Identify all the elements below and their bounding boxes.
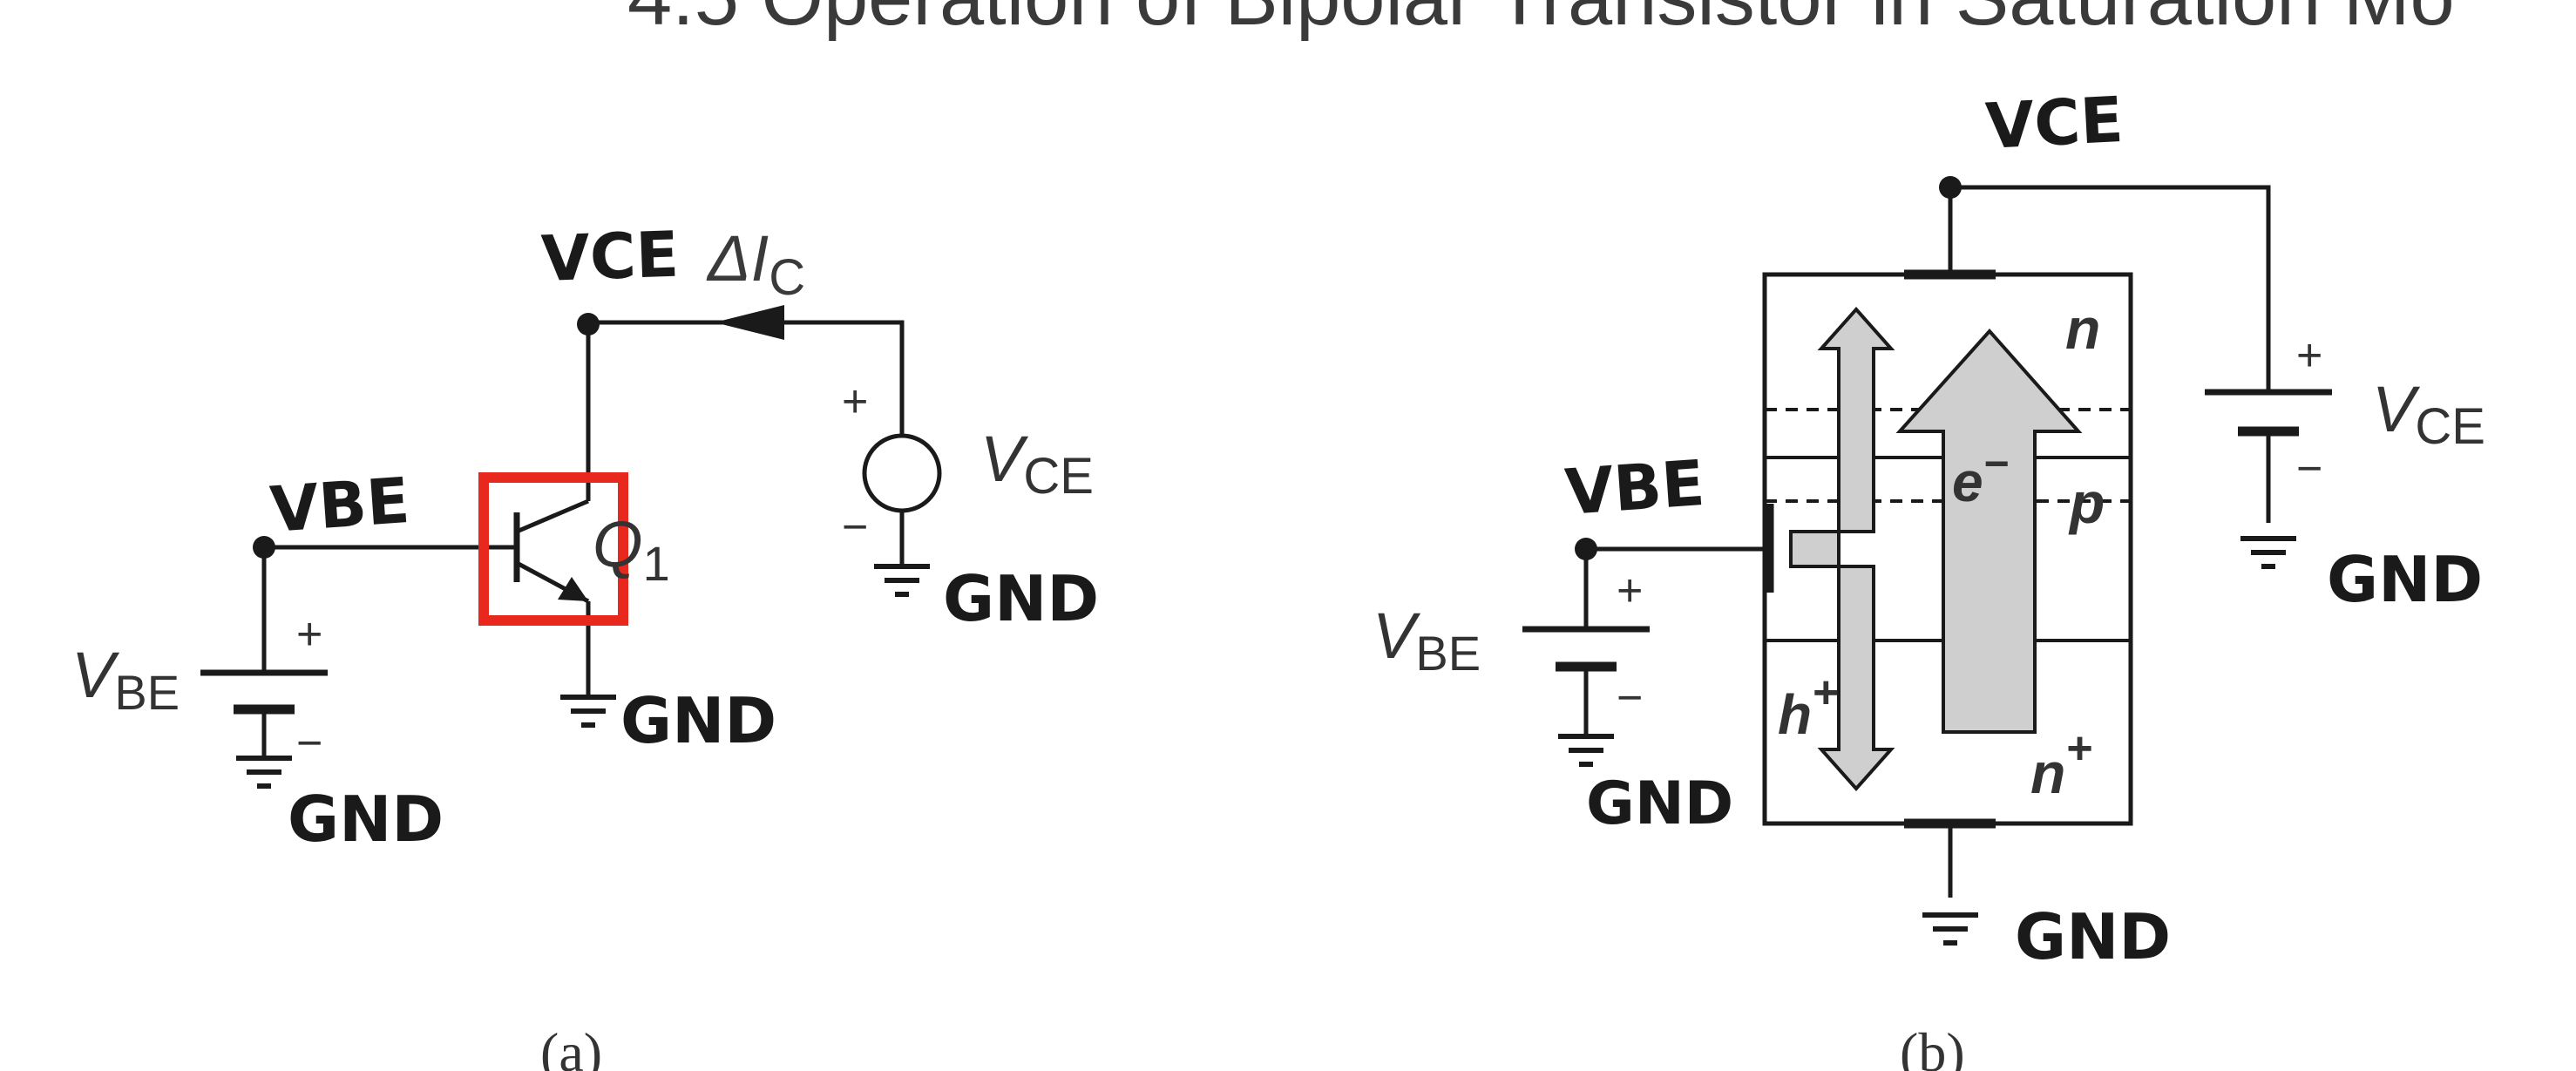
gnd-bottom-label: GND: [2015, 900, 2171, 973]
ground-icon: [236, 756, 292, 789]
gnd-left-label: GND: [1586, 769, 1733, 838]
gnd-battery-label: GND: [288, 783, 444, 856]
source-plus-sign: +: [842, 376, 868, 427]
gnd-right-label: GND: [2327, 543, 2483, 616]
vce-battery-plus-sign: +: [2296, 330, 2322, 381]
vbe-battery-label: VBE: [1373, 600, 1481, 681]
ground-icon: [874, 564, 930, 597]
ground-icon: [1922, 912, 1978, 946]
source-minus-sign: −: [842, 502, 868, 552]
electron-flow-arrow-icon: [1895, 328, 2083, 734]
vce-note: VCE: [540, 218, 681, 295]
vce-source-label: VCE: [980, 423, 1094, 505]
vce-node: [577, 313, 600, 336]
vbe-battery-icon: [1522, 626, 1650, 672]
electron-label: e−: [1952, 439, 2009, 513]
gnd-emitter-label: GND: [620, 684, 776, 757]
vbe-node: [253, 536, 275, 559]
ground-icon: [560, 695, 616, 728]
region-n-plus-label: n+: [2030, 723, 2092, 805]
vce-battery-icon: [2205, 389, 2332, 437]
ground-icon: [2240, 536, 2296, 569]
vbe-note: VBE: [268, 464, 411, 546]
vbe-node: [1575, 538, 1597, 560]
vbe-battery-plus-sign: +: [1617, 566, 1643, 616]
region-n-label: n: [2065, 296, 2100, 361]
vbe-battery-label: VBE: [71, 639, 180, 720]
transistor-highlight-box: [478, 472, 628, 626]
circuit-b: VCE VBE n p n+ e− h+ + − VCE + − VBE GND…: [1373, 83, 2485, 1071]
vce-battery-label: VCE: [2372, 373, 2485, 455]
vbe-battery-icon: [200, 669, 328, 715]
transistor-q1-icon: [478, 472, 628, 626]
transistor-label: Q1: [593, 508, 670, 591]
delta-ic-label: ΔIC: [706, 222, 805, 306]
vce-node: [1939, 176, 1962, 199]
caption-b: (b): [1900, 1021, 1965, 1071]
vce-note: VCE: [1983, 83, 2125, 163]
hole-label: h+: [1778, 668, 1838, 746]
caption-a: (a): [540, 1021, 602, 1071]
vbe-note: VBE: [1563, 446, 1706, 529]
current-arrow-icon: [715, 305, 784, 340]
battery-plus-sign: +: [296, 609, 322, 660]
ground-icon: [1558, 734, 1614, 767]
gnd-source-label: GND: [943, 562, 1099, 635]
region-p-label: p: [2068, 471, 2105, 535]
top-wire: [1950, 185, 2271, 392]
circuit-a: VCE ΔIC VBE + − VCE Q1 + − VBE GND GND G…: [71, 218, 1099, 1071]
vce-source-icon: [862, 433, 942, 513]
top-wire: [588, 320, 905, 436]
hole-flow-arrow-icon: [1789, 306, 1895, 792]
section-title: 4.5 Operation of Bipolar Transistor in S…: [627, 0, 2455, 42]
vbe-battery-minus-sign: −: [1617, 673, 1643, 723]
vce-battery-minus-sign: −: [2296, 444, 2322, 494]
battery-minus-sign: −: [296, 718, 322, 769]
